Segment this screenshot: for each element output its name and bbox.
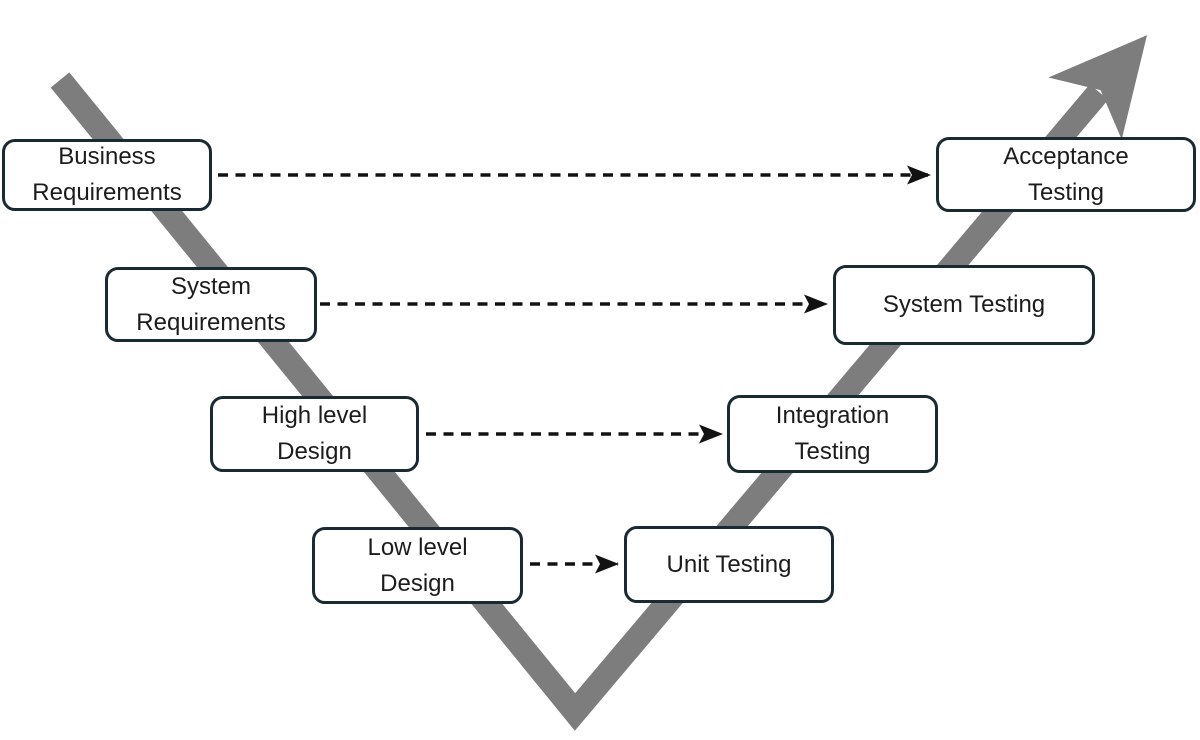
- box-label: System Testing: [882, 291, 1046, 318]
- box-business-requirements: Business Requirements: [2, 139, 212, 211]
- box-label: Business Requirements: [32, 143, 182, 206]
- box-label: Integration Testing: [775, 402, 890, 465]
- box-label: Unit Testing: [666, 550, 792, 578]
- box-label: System Requirements: [136, 272, 286, 336]
- box-system-testing: System Testing: [833, 265, 1095, 345]
- box-system-requirements: System Requirements: [105, 267, 317, 342]
- box-unit-testing: Unit Testing: [624, 526, 834, 603]
- box-low-level-design: Low level Design: [312, 527, 523, 604]
- box-label: Low level Design: [367, 533, 468, 597]
- box-integration-testing: Integration Testing: [727, 395, 938, 473]
- box-high-level-design: High level Design: [210, 396, 419, 472]
- box-label: High level Design: [261, 402, 368, 465]
- box-label: Acceptance Testing: [1003, 142, 1129, 206]
- box-acceptance-testing: Acceptance Testing: [936, 137, 1196, 212]
